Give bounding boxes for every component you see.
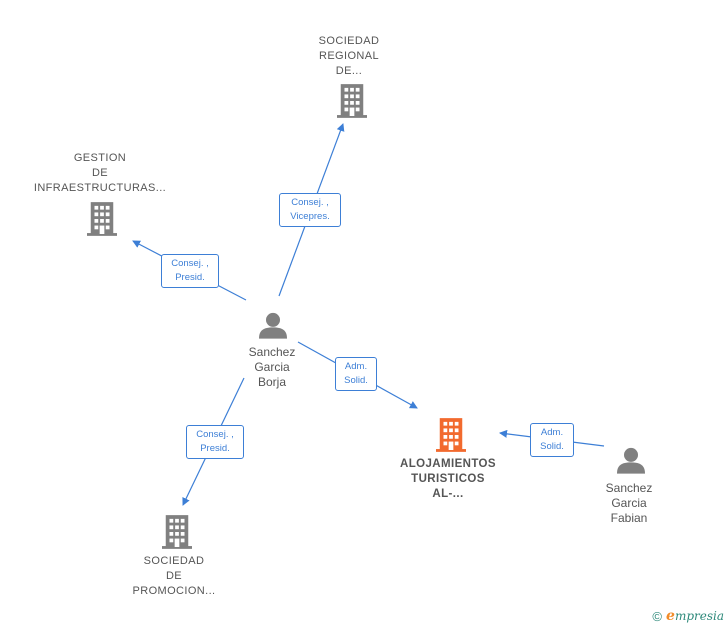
- building-icon[interactable]: [337, 84, 367, 118]
- role-badge-presid-gestion[interactable]: Consej. , Presid.: [161, 254, 219, 288]
- node-label-line: DE: [165, 570, 183, 582]
- role-badge-line: Solid.: [344, 375, 368, 386]
- node-label-line: DE: [91, 167, 109, 179]
- role-badge-line: Solid.: [540, 441, 564, 452]
- role-badge-adm-solid-borja[interactable]: Adm. Solid.: [335, 357, 377, 391]
- node-label-line: REGIONAL: [318, 50, 380, 62]
- role-badge-adm-solid-fabian[interactable]: Adm. Solid.: [530, 423, 574, 457]
- building-icon[interactable]: [162, 515, 192, 549]
- node-label-line: SOCIEDAD: [143, 555, 205, 567]
- node-label-line: Borja: [257, 375, 286, 389]
- node-sanchez-fabian[interactable]: Sanchez Garcia Fabian: [579, 481, 679, 526]
- building-icon[interactable]: [87, 202, 117, 236]
- role-badge-line: Adm.: [344, 361, 368, 372]
- footer-brand[interactable]: © empresia: [652, 608, 724, 624]
- role-badge-line: Adm.: [540, 427, 564, 438]
- node-sociedad-promocion[interactable]: SOCIEDAD DE PROMOCION...: [124, 554, 224, 599]
- node-label-line: INFRAESTRUCTURAS...: [33, 182, 167, 194]
- node-label-line: AL-...: [432, 488, 464, 500]
- role-badge-line: Consej. ,: [171, 258, 209, 269]
- node-label-line: Garcia: [611, 496, 647, 510]
- role-badge-line: Vicepres.: [290, 211, 330, 222]
- node-label-line: ALOJAMIENTOS: [400, 458, 496, 470]
- copyright-icon: ©: [652, 608, 663, 624]
- node-sociedad-regional[interactable]: SOCIEDAD REGIONAL DE...: [299, 34, 399, 79]
- node-alojamientos[interactable]: ALOJAMIENTOS TURISTICOS AL-...: [384, 457, 512, 502]
- node-label-line: PROMOCION...: [132, 585, 216, 597]
- person-icon[interactable]: [617, 447, 645, 474]
- node-sanchez-borja[interactable]: Sanchez Garcia Borja: [222, 345, 322, 390]
- role-badge-line: Presid.: [175, 272, 205, 283]
- role-badge-vicepres[interactable]: Consej. , Vicepres.: [279, 193, 341, 227]
- brand-logo: empresia: [666, 608, 724, 624]
- person-icon[interactable]: [259, 312, 287, 339]
- node-label-line: Fabian: [610, 511, 648, 525]
- node-label-line: Sanchez: [605, 481, 653, 495]
- role-badge-line: Consej. ,: [196, 429, 234, 440]
- node-label-line: Garcia: [254, 360, 290, 374]
- node-label-line: SOCIEDAD: [318, 35, 380, 47]
- role-badge-line: Presid.: [200, 443, 230, 454]
- node-label-line: GESTION: [73, 152, 127, 164]
- node-label-line: Sanchez: [248, 345, 296, 359]
- node-label-line: DE...: [335, 65, 363, 77]
- node-label-line: TURISTICOS: [411, 473, 485, 485]
- node-gestion[interactable]: GESTION DE INFRAESTRUCTURAS...: [20, 151, 180, 196]
- building-icon-highlighted[interactable]: [436, 418, 466, 452]
- role-badge-line: Consej. ,: [291, 197, 329, 208]
- role-badge-presid-promocion[interactable]: Consej. , Presid.: [186, 425, 244, 459]
